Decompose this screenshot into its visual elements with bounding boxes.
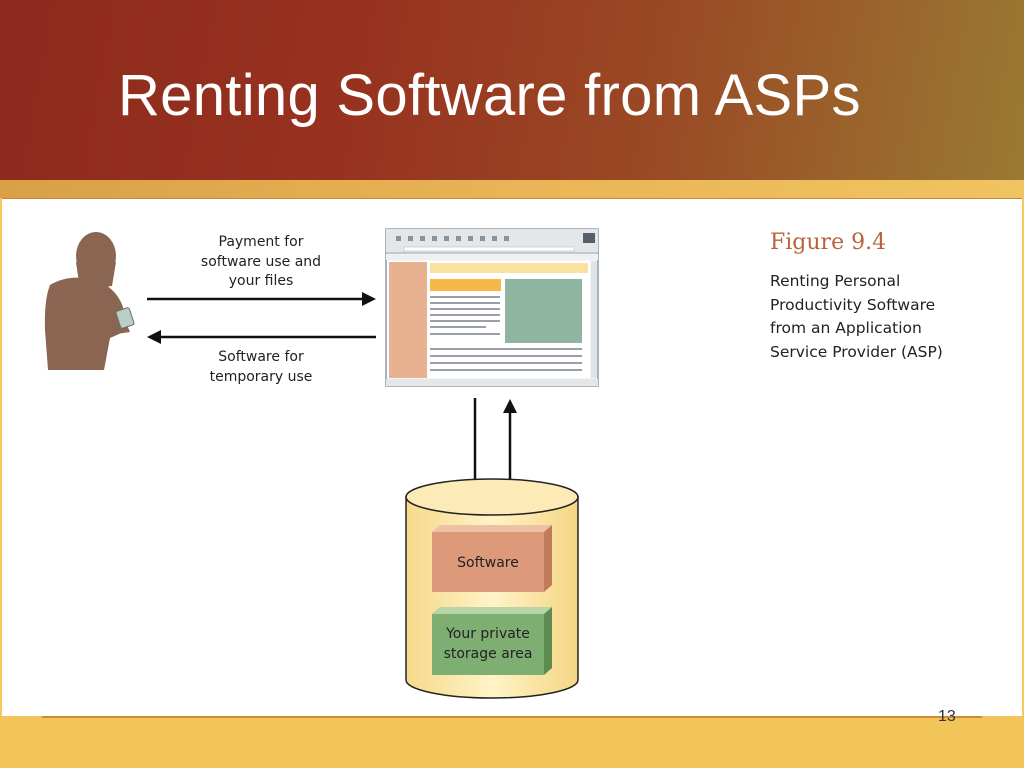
software-temp-label: Software for temporary use	[190, 348, 332, 387]
slide-footer	[0, 716, 1024, 768]
arrow-to-user	[147, 330, 376, 344]
slide-page-number: 13	[938, 708, 956, 726]
storage-box-label: Your private storage area	[432, 624, 544, 664]
figure-caption-text: Renting Personal Productivity Software f…	[770, 270, 970, 364]
figure-caption-title: Figure 9.4	[770, 230, 886, 255]
browser-window	[386, 229, 598, 386]
footer-divider	[42, 716, 982, 718]
person-icon	[45, 232, 130, 370]
payment-label: Payment for software use and your files	[190, 233, 332, 292]
software-box-label: Software	[432, 553, 544, 573]
arrow-to-asp	[147, 292, 376, 306]
